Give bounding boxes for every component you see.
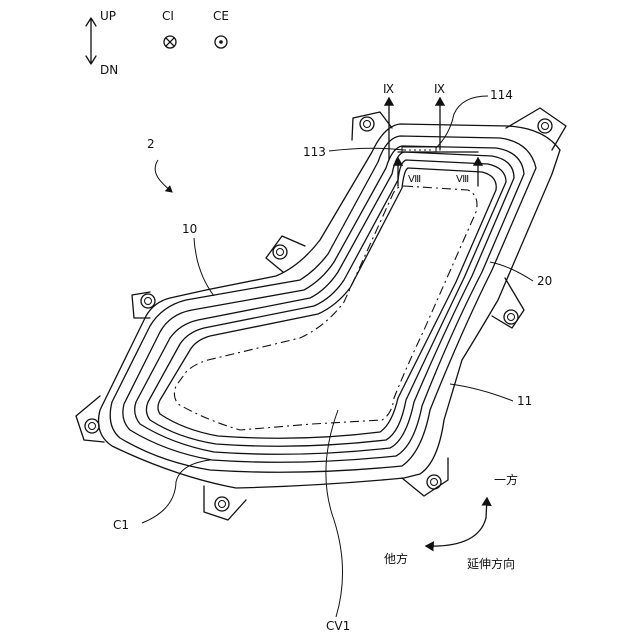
tab-113-114 [402, 147, 436, 152]
legend-up-label: UP [100, 9, 116, 23]
housing-wall-10-inner [123, 146, 524, 462]
inner-wall-11 [158, 168, 496, 438]
ref-cv1-label: CV1 [326, 619, 350, 633]
bolt-hole [215, 497, 229, 511]
bolt-hole [504, 310, 518, 324]
other-side-label: 他方 [384, 551, 408, 566]
section-ix-right-label: Ⅸ [434, 82, 445, 96]
mounting-ear [506, 108, 566, 150]
mounting-ear [266, 236, 305, 272]
legend-ci-label: CI [162, 9, 174, 23]
direction-arrow-curve [426, 518, 486, 546]
bolt-hole [360, 117, 374, 131]
into-page-icon [164, 36, 176, 48]
bolt-hole [538, 119, 552, 133]
ref-2-label: 2 [147, 137, 155, 151]
ref-113-label: 113 [303, 145, 326, 159]
cavity-cv1-outline [174, 186, 477, 430]
seal-groove-20-outer [135, 152, 514, 454]
housing-outer-flange [99, 124, 561, 488]
ref-2-arrow [155, 160, 172, 192]
bolt-hole [141, 294, 155, 308]
legend-down-label: DN [100, 63, 118, 77]
ref-11-label: 11 [517, 394, 532, 408]
section-viii-right-label: Ⅷ [456, 174, 469, 185]
bolt-hole [273, 245, 287, 259]
bolt-hole [427, 475, 441, 489]
extension-direction-indicator: 一方 他方 延伸方向 [384, 472, 518, 571]
ref-20-label: 20 [537, 274, 552, 288]
out-of-page-icon [215, 36, 227, 48]
mounting-ear [352, 112, 392, 140]
section-viii-left-label: Ⅷ [408, 174, 421, 185]
seal-groove-20-inner [146, 160, 506, 446]
mounting-ears [76, 108, 566, 520]
ref-10-label: 10 [182, 222, 197, 236]
ref-114-label: 114 [490, 88, 513, 102]
section-ix-left-label: Ⅸ [383, 82, 394, 96]
one-side-label: 一方 [494, 472, 518, 487]
up-down-arrow [86, 18, 96, 64]
legend-ce-label: CE [213, 9, 229, 23]
reference-labels: 113 114 10 20 11 C1 CV1 [113, 88, 552, 633]
ref-2: 2 [147, 137, 172, 192]
bolt-hole [85, 419, 99, 433]
direction-legend: UP DN CI CE [86, 9, 229, 77]
ref-c1-label: C1 [113, 518, 129, 532]
extension-direction-label: 延伸方向 [467, 556, 515, 571]
